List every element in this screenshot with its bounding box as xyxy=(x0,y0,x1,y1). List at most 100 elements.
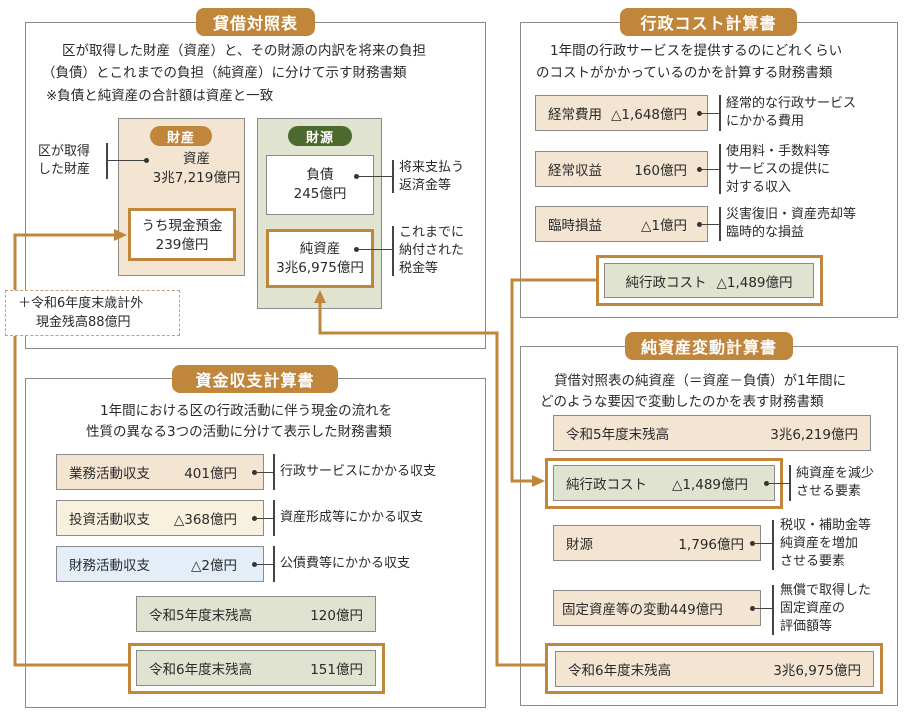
bullet xyxy=(252,470,257,475)
nac-desc-1: 貸借対照表の純資産（＝資産－負債）が1年間に xyxy=(554,373,847,389)
off-budget-cash-note: ＋令和6年度末歳計外 現金残高88億円 xyxy=(5,290,180,336)
divider xyxy=(273,500,275,536)
nac-note: 無償で取得した固定資産の評価額等 xyxy=(780,582,871,636)
prev-value: 3兆6,219億円 xyxy=(770,427,858,443)
item-value: △1,648億円 xyxy=(610,107,687,123)
nac-desc-2: どのような要因で変動したのかを表す財務書類 xyxy=(540,394,824,410)
connector xyxy=(255,472,274,474)
connector xyxy=(753,608,773,610)
divider xyxy=(772,585,774,635)
cash-end-highlight xyxy=(128,643,385,694)
connector xyxy=(700,169,720,171)
connector xyxy=(700,224,720,226)
cash-note: 資産形成等にかかる収支 xyxy=(280,510,424,525)
assets-note: 区が取得した財産 xyxy=(38,143,90,179)
cash-item-financing: 財務活動収支 △2億円 xyxy=(56,546,264,582)
nac-note: 純資産を減少させる要素 xyxy=(796,465,874,501)
prev-label: 令和5年度末残高 xyxy=(149,608,253,624)
item-label: 純行政コスト xyxy=(566,477,647,493)
bullet xyxy=(750,541,755,546)
cash-to-balance-arrow-line xyxy=(13,233,128,667)
balance-sheet-desc-1: 区が取得した財産（資産）と、その財源の内訳を将来の負担 xyxy=(62,43,426,59)
note-line: 将来支払う xyxy=(399,160,465,175)
net-assets-label: 純資産 xyxy=(299,241,341,257)
end-label: 令和6年度末残高 xyxy=(568,663,672,679)
item-value: △1億円 xyxy=(641,218,687,234)
item-value: △2億円 xyxy=(191,558,237,574)
note-line: ＋令和6年度末歳計外 xyxy=(18,296,144,311)
liabilities-value: 245億円 xyxy=(293,186,347,202)
note-line: 臨時的な損益 xyxy=(726,225,805,240)
note-line: 対する収入 xyxy=(726,180,792,195)
balance-sheet-desc-3: ※負債と純資産の合計額は資産と一致 xyxy=(46,88,274,104)
bullet xyxy=(252,562,257,567)
note-line: させる要素 xyxy=(796,484,862,499)
connector xyxy=(255,564,274,566)
divider xyxy=(789,465,791,501)
divider xyxy=(772,520,774,570)
prev-label: 令和5年度末残高 xyxy=(566,427,670,443)
net-cost-to-nac-arrow-line xyxy=(510,278,596,483)
nac-note: 税収・補助金等純資産を増加させる要素 xyxy=(780,517,871,571)
prev-value: 120億円 xyxy=(310,608,363,624)
cash-note: 行政サービスにかかる収支 xyxy=(280,464,437,479)
bullet xyxy=(697,222,702,227)
note-line: にかかる費用 xyxy=(726,114,805,129)
note-line: 純資産を増加 xyxy=(780,536,859,551)
end-value: 151億円 xyxy=(310,662,363,678)
divider xyxy=(719,95,721,131)
connector xyxy=(753,543,773,545)
item-value: 160億円 xyxy=(634,163,687,179)
nac-item-net-cost: 純行政コスト△1,489億円 xyxy=(553,465,775,501)
note-line: 税金等 xyxy=(399,261,439,276)
cost-desc-1: 1年間の行政サービスを提供するのにどれくらい xyxy=(550,43,843,59)
divider xyxy=(273,546,275,582)
net-assets-value: 3兆6,975億円 xyxy=(276,260,364,276)
cash-label: うち現金預金 xyxy=(141,218,223,234)
net-cost-highlight xyxy=(596,255,823,306)
item-label: 経常収益 xyxy=(548,163,602,179)
connector xyxy=(357,176,393,178)
arrowhead-icon xyxy=(314,290,326,303)
net-assets-note: これまでに納付された税金等 xyxy=(399,224,464,278)
note-line: 無償で取得した xyxy=(780,583,872,598)
item-label: 業務活動収支 xyxy=(69,466,150,482)
item-value: 1,796億円 xyxy=(678,537,744,553)
cost-note: 使用料・手数料等サービスの提供に対する収入 xyxy=(726,143,830,197)
divider xyxy=(392,160,394,193)
net-cost-value: △1,489億円 xyxy=(716,274,793,291)
item-label: 財務活動収支 xyxy=(69,558,150,574)
cash-note: 公債費等にかかる収支 xyxy=(280,556,411,571)
bullet xyxy=(697,111,702,116)
cost-note: 災害復旧・資産売却等臨時的な損益 xyxy=(726,206,856,242)
balance-sheet-title: 貸借対照表 xyxy=(196,8,315,36)
connector xyxy=(767,483,790,485)
cash-item-investing: 投資活動収支△368億円 xyxy=(56,500,264,536)
note-line: 純資産を減少 xyxy=(796,466,875,481)
net-assets-box: 純資産 3兆6,975億円 xyxy=(266,229,374,288)
note-line: 税収・補助金等 xyxy=(780,518,872,533)
assets-value-block: 資産 3兆7,219億円 xyxy=(118,150,245,188)
connector xyxy=(357,249,393,251)
nac-end-highlight xyxy=(545,643,883,694)
cash-flow-desc-2: 性質の異なる3つの活動に分けて表示した財務書類 xyxy=(86,424,392,440)
divider xyxy=(392,226,394,276)
item-label: 経常費用 xyxy=(548,107,602,123)
cost-desc-2: のコストがかかっているのかを計算する財務書類 xyxy=(536,65,833,81)
arrowhead-icon xyxy=(532,475,545,487)
assets-tag: 財産 xyxy=(150,126,212,146)
bullet xyxy=(764,481,769,486)
assets-note-line: 区が取得 xyxy=(38,144,91,159)
bullet xyxy=(697,167,702,172)
assets-label: 資産 xyxy=(183,151,210,167)
net-assets-change-title: 純資産変動計算書 xyxy=(625,332,793,360)
cash-deposit-box: うち現金預金 239億円 xyxy=(128,208,236,261)
note-line: 経常的な行政サービス xyxy=(726,96,857,111)
item-label: 財源 xyxy=(566,537,593,553)
nac-end-to-net-assets-arrow-line xyxy=(318,298,545,667)
item-value: 449億円 xyxy=(670,602,723,618)
